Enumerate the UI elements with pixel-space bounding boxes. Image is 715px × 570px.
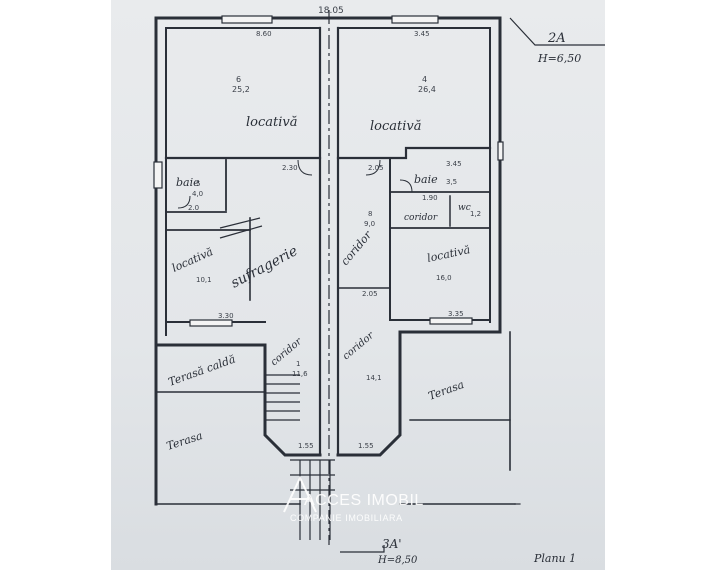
- room-11-area: 11,6: [292, 370, 308, 378]
- dimension: 1.90: [422, 194, 438, 202]
- room-5-area: 1,2: [470, 210, 481, 218]
- room-1-number: 6: [236, 75, 241, 84]
- walls: [154, 16, 521, 506]
- dimension: 2.05: [368, 164, 384, 172]
- dimension: 1.55: [358, 442, 374, 450]
- room-9-area: 9,0: [364, 220, 375, 228]
- watermark-brand: ACCES IMOBIL: [304, 492, 424, 509]
- room-12-area: 14,1: [366, 374, 382, 382]
- room-9-number: 8: [368, 210, 372, 218]
- dimension: 1.55: [298, 442, 314, 450]
- room-9-label: coridor: [338, 228, 374, 268]
- room-7-area: 10,1: [196, 276, 212, 284]
- room-6-label: coridor: [404, 213, 438, 223]
- watermark-tagline: COMPANIE IMOBILIARA: [290, 513, 403, 523]
- section-height-top: H=6,50: [537, 52, 581, 65]
- room-13-label: Terasă caldă: [167, 353, 238, 389]
- room-10-area: 16,0: [436, 274, 452, 282]
- dimension: 2.05: [362, 290, 378, 298]
- room-11-number: 1: [296, 360, 300, 368]
- plan-paper: [111, 0, 605, 570]
- section-code-bottom: 3A': [382, 537, 402, 551]
- dimension: 3.45: [414, 30, 430, 38]
- room-3-number: 5: [196, 180, 200, 188]
- section-line: [328, 10, 605, 553]
- top-dimension: 18.05: [318, 6, 344, 16]
- room-labels: 6 25,2 locativă 4 26,4 locativă baie 5 4…: [165, 75, 481, 453]
- room-14-label: Terasa: [165, 429, 204, 453]
- room-3-label: baie: [176, 176, 200, 189]
- watermark-logo-icon: [283, 475, 317, 513]
- room-4-label: baie: [414, 173, 438, 186]
- room-10-label: locativă: [426, 243, 471, 265]
- dimension: 8.60: [256, 30, 272, 38]
- watermark: ACCES IMOBIL COMPANIE IMOBILIARA: [283, 475, 424, 523]
- windows: [153, 15, 504, 327]
- corner-note: Planu 1: [533, 552, 576, 565]
- room-5-label: wc: [458, 203, 471, 213]
- section-height-bottom: H=8,50: [377, 555, 418, 566]
- room-7-label: locativă: [170, 245, 215, 275]
- door-swings: [177, 159, 413, 209]
- dimension-labels: 8.60 3.45 2.30 2.05 3.45 2.0 1.90 3.30 3…: [188, 30, 464, 450]
- room-12-label: coridor: [341, 329, 377, 362]
- room-2-label: locativă: [370, 119, 422, 134]
- room-3-area: 4,0: [192, 190, 203, 198]
- room-15-label: Terasa: [427, 378, 466, 403]
- room-1-area: 25,2: [232, 85, 250, 94]
- dimension: 2.30: [282, 164, 298, 172]
- section-code-top: 2A: [547, 31, 566, 46]
- dimension: 3.45: [446, 160, 462, 168]
- room-4-area: 3,5: [446, 178, 457, 186]
- dimension: 3.30: [218, 312, 234, 320]
- room-2-number: 4: [422, 75, 427, 84]
- dimension: 2.0: [188, 204, 199, 212]
- dimension: 3.35: [448, 310, 464, 318]
- room-8-label: sufragerie: [228, 243, 300, 291]
- room-1-label: locativă: [246, 115, 298, 130]
- room-2-area: 26,4: [418, 85, 436, 94]
